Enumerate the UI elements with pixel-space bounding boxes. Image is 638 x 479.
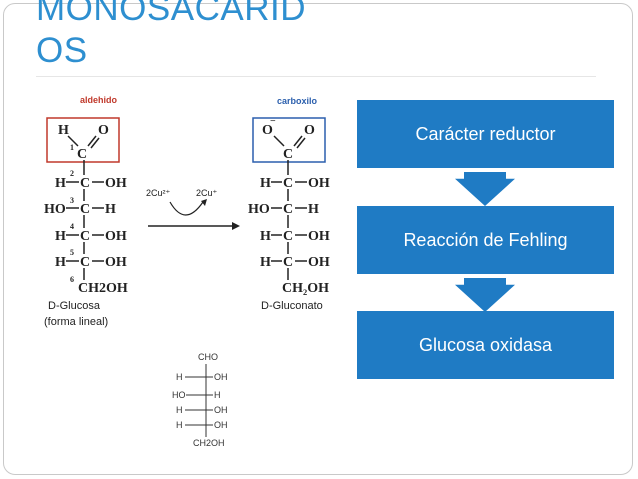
reaction-arrow-head: [232, 222, 240, 230]
flow-step-2-label: Reacción de Fehling: [403, 229, 568, 250]
atom-C1-right: C: [283, 147, 293, 162]
atom-O-right: O: [304, 123, 315, 138]
fischer-projection: CHO H OH HO H H OH H OH CH2OH: [172, 352, 228, 448]
atom-OH-4: OH: [105, 229, 127, 244]
fischer-r3-right: OH: [214, 405, 228, 415]
caption-d-gluconato: D-Gluconato: [261, 300, 323, 312]
reactant-cu2: 2Cu²⁺: [146, 188, 171, 198]
atom-O-top: O: [98, 123, 109, 138]
atom-H-3r: H: [308, 202, 319, 217]
caption-forma-lineal: (forma lineal): [44, 316, 108, 328]
carbon-number-4: 4: [70, 222, 74, 231]
atom-C3r: C: [283, 202, 293, 217]
carbon-number-5: 5: [70, 248, 74, 257]
atom-H-5r: H: [260, 255, 271, 270]
carbon-number-1: 1: [70, 143, 74, 152]
right-bonds: [271, 135, 307, 280]
atom-C4: C: [80, 229, 90, 244]
carboxyl-box: [252, 117, 326, 163]
fischer-r1-right: OH: [214, 372, 228, 382]
atom-OH-2: OH: [105, 176, 127, 191]
atom-C2: C: [80, 176, 90, 191]
carbon-number-2: 2: [70, 169, 74, 178]
caption-d-glucosa: D-Glucosa: [48, 300, 101, 312]
atom-H-2r: H: [260, 176, 271, 191]
fischer-top: CHO: [198, 352, 218, 362]
atom-OH-2r: OH: [308, 176, 330, 191]
fischer-r2-right: H: [214, 390, 221, 400]
atom-H-4r: H: [260, 229, 271, 244]
atom-H-2: H: [55, 176, 66, 191]
atom-OH-5: OH: [105, 255, 127, 270]
flow-step-reaccion-fehling: Reacción de Fehling: [357, 206, 614, 274]
flow-step-1-label: Carácter reductor: [415, 123, 556, 144]
reaction-curve: [169, 201, 204, 216]
label-carboxilo: carboxilo: [277, 96, 318, 106]
flow-step-3-label: Glucosa oxidasa: [418, 334, 553, 355]
atom-H-4: H: [55, 229, 66, 244]
title-separator: [36, 76, 596, 77]
title-line-1: MONOSACARID: [36, 0, 306, 28]
fischer-r1-left: H: [176, 372, 183, 382]
flow-step-caracter-reductor: Carácter reductor: [357, 100, 614, 168]
atom-C1: C: [77, 147, 87, 162]
left-bonds: [66, 135, 104, 280]
right-molecule: O − O C H C OH HO C H H C OH H C OH CH₂O…: [248, 116, 330, 296]
fischer-bottom: CH2OH: [193, 438, 225, 448]
fischer-lines: [185, 364, 213, 437]
atom-C5: C: [80, 255, 90, 270]
product-cu1: 2Cu⁺: [196, 188, 218, 198]
atom-C3: C: [80, 202, 90, 217]
atom-C2r: C: [283, 176, 293, 191]
carbon-number-3: 3: [70, 196, 74, 205]
slide-frame: [3, 3, 633, 475]
atom-C4r: C: [283, 229, 293, 244]
atom-CH2OH-6: CH2OH: [78, 281, 128, 296]
carbon-number-6: 6: [70, 275, 74, 284]
atom-OH-5r: OH: [308, 255, 330, 270]
fischer-r2-left: HO: [172, 390, 186, 400]
title-line-2: OS: [36, 31, 88, 70]
label-aldehido: aldehido: [80, 95, 118, 105]
atom-CH2OH-r: CH₂OH: [282, 281, 329, 296]
atom-C5r: C: [283, 255, 293, 270]
atom-HO-3: HO: [44, 202, 66, 217]
reaction-curve-head: [201, 199, 207, 206]
charge-minus: −: [270, 116, 276, 127]
fischer-r3-left: H: [176, 405, 183, 415]
fischer-r4-right: OH: [214, 420, 228, 430]
flow-step-glucosa-oxidasa: Glucosa oxidasa: [357, 311, 614, 379]
atom-HO-3r: HO: [248, 202, 270, 217]
atom-H-5: H: [55, 255, 66, 270]
atom-OH-4r: OH: [308, 229, 330, 244]
fischer-r4-left: H: [176, 420, 183, 430]
slide-title: MONOSACARID OS: [36, 0, 306, 72]
atom-H-top: H: [58, 123, 69, 138]
aldehyde-box: [46, 117, 120, 163]
atom-H-3: H: [105, 202, 116, 217]
atom-O-minus: O: [262, 123, 273, 138]
